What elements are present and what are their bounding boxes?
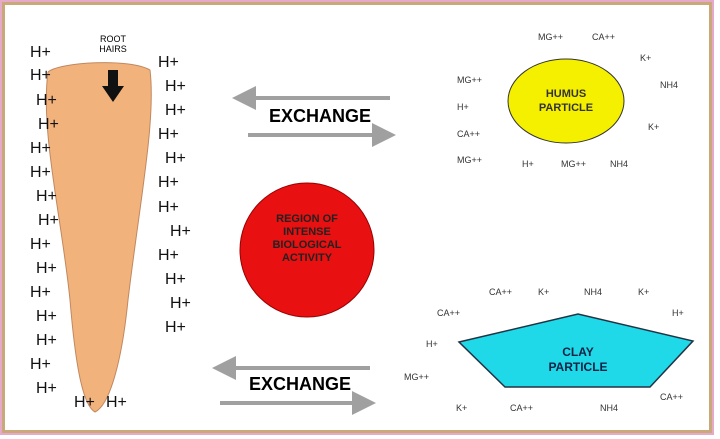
root-hairs-arrow-icon <box>102 70 124 102</box>
h-ion: H+ <box>30 236 51 253</box>
exchange-top-label: EXCHANGE <box>268 106 371 126</box>
ion: H+ <box>672 308 684 318</box>
region-circle <box>239 182 375 318</box>
ion: MG++ <box>457 155 483 165</box>
h-ion: H+ <box>30 284 51 301</box>
ion: K+ <box>456 403 468 413</box>
h-ion: H+ <box>38 116 59 133</box>
h-ion: H+ <box>36 92 57 109</box>
h-ion: H+ <box>158 174 179 191</box>
ion: K+ <box>538 287 550 297</box>
h-ion: H+ <box>38 212 59 229</box>
ion: CA++ <box>660 392 684 402</box>
h-ion: H+ <box>106 394 127 411</box>
ion: NH4 <box>584 287 603 297</box>
h-ion: H+ <box>165 102 186 119</box>
ion: MG++ <box>404 372 430 382</box>
ion: CA++ <box>510 403 534 413</box>
h-ion: H+ <box>158 126 179 143</box>
exchange-bottom-label: EXCHANGE <box>248 374 351 394</box>
humus-ellipse <box>507 58 625 144</box>
h-ion: H+ <box>30 44 51 61</box>
h-ion: H+ <box>30 140 51 157</box>
ion: MG++ <box>561 159 587 169</box>
ion: MG++ <box>457 75 483 85</box>
ion: K+ <box>638 287 650 297</box>
ion: H+ <box>522 159 534 169</box>
h-ion: H+ <box>36 332 57 349</box>
h-ion: H+ <box>165 271 186 288</box>
h-ion: H+ <box>30 356 51 373</box>
ion: NH4 <box>600 403 619 413</box>
ion: K+ <box>648 122 660 132</box>
h-ion: H+ <box>165 78 186 95</box>
h-ion: H+ <box>30 164 51 181</box>
h-ion: H+ <box>158 199 179 216</box>
ion: CA++ <box>457 129 481 139</box>
h-ion: H+ <box>36 380 57 397</box>
root-shape <box>45 62 152 413</box>
ion: MG++ <box>538 32 564 42</box>
ion: CA++ <box>592 32 616 42</box>
h-ion: H+ <box>30 67 51 84</box>
ion: NH4 <box>610 159 629 169</box>
h-ion: H+ <box>165 319 186 336</box>
clay-pentagon <box>457 313 695 388</box>
ion: CA++ <box>437 308 461 318</box>
ion: CA++ <box>489 287 513 297</box>
ion: NH4 <box>660 80 679 90</box>
h-ion: H+ <box>170 223 191 240</box>
frame <box>2 2 712 433</box>
h-ion: H+ <box>158 54 179 71</box>
h-ion: H+ <box>36 308 57 325</box>
h-ion: H+ <box>36 188 57 205</box>
h-ion: H+ <box>36 260 57 277</box>
h-ion: H+ <box>170 295 191 312</box>
ion: H+ <box>457 102 469 112</box>
h-ion: H+ <box>165 150 186 167</box>
h-ion: H+ <box>74 394 95 411</box>
h-ion: H+ <box>158 247 179 264</box>
ion: K+ <box>640 53 652 63</box>
ion: H+ <box>426 339 438 349</box>
